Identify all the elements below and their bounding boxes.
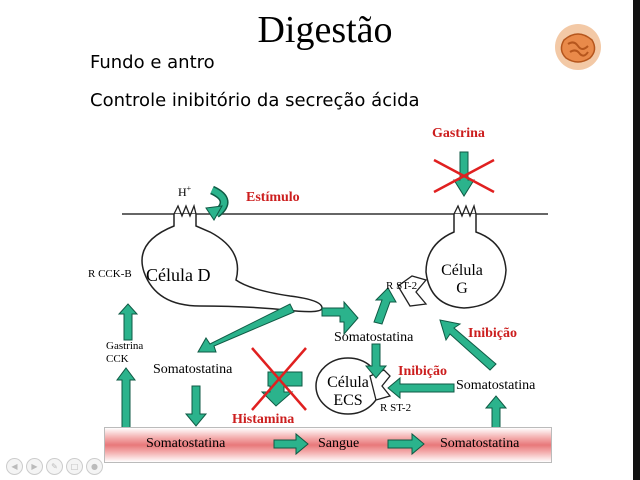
inibicao-ecs-label: Inibição <box>398 364 448 379</box>
histamina-label: Histamina <box>232 412 295 427</box>
blood-bar <box>104 427 552 463</box>
cell-d-receptor <box>173 203 197 218</box>
cross-histamina <box>251 347 307 411</box>
arrow-d-to-somatostatina <box>197 303 295 353</box>
window-edge <box>633 0 640 480</box>
cell-g-receptor <box>453 203 477 218</box>
arrow-center-to-ecs <box>364 343 388 379</box>
arrow-gastrina-to-d <box>117 303 139 341</box>
arrow-right-to-g <box>439 319 497 371</box>
blood-right-label: Somatostatina <box>440 436 520 451</box>
digestive-system-icon <box>555 24 601 70</box>
r-st2-ecs-label: R ST-2 <box>380 402 412 414</box>
celula-g-label: Célula G <box>432 262 492 298</box>
celula-ecs-line2: ECS <box>333 392 363 409</box>
cell-d-shape <box>141 214 323 313</box>
arrow-somatostatina-down <box>184 385 208 427</box>
blood-left-label: Somatostatina <box>146 436 226 451</box>
celula-ecs-line1: Célula <box>327 374 369 391</box>
h-plus-label: H+ <box>178 184 192 199</box>
arrow-blood-up-right <box>484 395 508 429</box>
somatostatina-center-label: Somatostatina <box>334 330 414 345</box>
prev-icon[interactable]: ◀ <box>6 458 23 475</box>
cell-g-shape <box>425 214 507 309</box>
celula-ecs-label: Célula ECS <box>318 374 378 410</box>
somatostatina-left-label: Somatostatina <box>153 362 233 377</box>
blood-mid-label: Sangue <box>318 436 360 451</box>
r-st2-g-label: R ST-2 <box>386 280 418 292</box>
next-icon[interactable]: ▶ <box>26 458 43 475</box>
subtitle-topic: Controle inibitório da secreção ácida <box>90 90 420 111</box>
gastrina-top-label: Gastrina <box>432 126 485 141</box>
edit-icon[interactable]: ✎ <box>46 458 63 475</box>
slide-title: Digestão <box>257 9 393 51</box>
inibicao-g-label: Inibição <box>468 326 518 341</box>
celula-d-label: Célula D <box>146 265 211 285</box>
r-cck-b-label: R CCK-B <box>88 268 132 280</box>
subtitle-region: Fundo e antro <box>90 52 215 73</box>
arrow-right-to-ecs <box>387 376 455 400</box>
gastrina-cck-line2: CCK <box>106 353 129 365</box>
arrow-d-tail-right <box>321 300 359 336</box>
cross-gastrina <box>433 158 495 194</box>
celula-g-line2: G <box>456 280 468 297</box>
arrow-histamina <box>260 371 303 407</box>
arrow-blood-up-left <box>116 367 136 429</box>
somatostatina-right-label: Somatostatina <box>456 378 536 393</box>
gastrina-cck-line1: Gastrina <box>106 340 144 352</box>
gastrina-cck-label: Gastrina CCK <box>106 340 143 366</box>
estimulo-label: Estímulo <box>246 190 300 205</box>
zoom-icon[interactable]: ● <box>86 458 103 475</box>
arrow-center-to-g <box>373 287 397 325</box>
arrow-blood-1 <box>273 432 309 456</box>
celula-g-line1: Célula <box>441 262 483 279</box>
screen-icon[interactable]: □ <box>66 458 83 475</box>
r-st2-g-receptor <box>397 275 428 307</box>
arrow-blood-2 <box>387 432 425 456</box>
